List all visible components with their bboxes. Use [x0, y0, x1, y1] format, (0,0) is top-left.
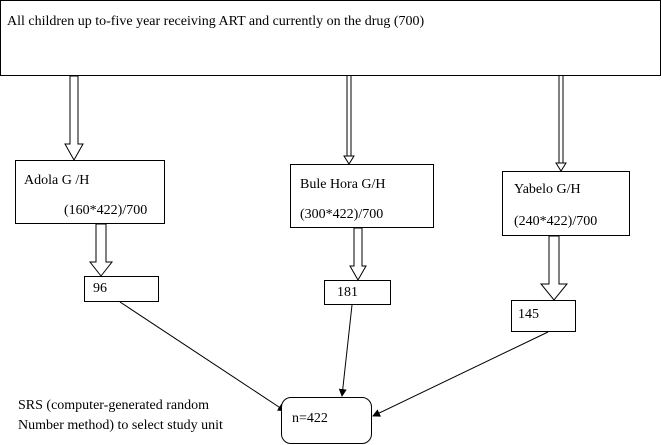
total-sample-box: n=422 [281, 397, 372, 444]
sampling-note: SRS (computer-generated random Number me… [18, 396, 268, 436]
sample-value: 181 [337, 285, 358, 300]
arrow-top-to-adola [64, 75, 84, 162]
site-box-yabelo: Yabelo G/H (240*422)/700 [502, 171, 630, 236]
site-formula: (240*422)/700 [514, 214, 598, 229]
site-name: Bule Hora G/H [300, 177, 386, 192]
sample-value: 145 [518, 307, 539, 322]
total-value: n=422 [292, 411, 328, 426]
site-formula: (300*422)/700 [300, 207, 384, 222]
arrow-145-to-total [372, 331, 549, 417]
site-box-bule-hora: Bule Hora G/H (300*422)/700 [290, 164, 434, 228]
arrow-top-to-yabelo [555, 76, 567, 172]
arrow-96-to-total [119, 301, 286, 412]
site-name: Adola G /H [24, 173, 90, 188]
arrow-bulehora-to-sample [349, 227, 367, 282]
sample-box-adola: 96 [84, 276, 159, 302]
sampling-note-line-1: SRS (computer-generated random [18, 398, 209, 413]
arrow-adola-to-sample [88, 223, 114, 277]
arrow-181-to-total [338, 304, 353, 397]
sample-box-yabelo: 145 [511, 300, 576, 332]
arrow-yabelo-to-sample [539, 235, 569, 301]
sample-box-bule-hora: 181 [324, 280, 391, 305]
site-name: Yabelo G/H [514, 182, 581, 197]
sample-value: 96 [93, 281, 107, 296]
population-label: All children up to-five year receiving A… [7, 14, 425, 29]
arrow-top-to-bulehora [343, 76, 355, 165]
site-box-adola: Adola G /H (160*422)/700 [15, 160, 165, 224]
sampling-note-line-2: Number method) to select study unit [18, 418, 223, 433]
site-formula: (160*422)/700 [64, 203, 148, 218]
population-box: All children up to-five year receiving A… [0, 0, 661, 76]
